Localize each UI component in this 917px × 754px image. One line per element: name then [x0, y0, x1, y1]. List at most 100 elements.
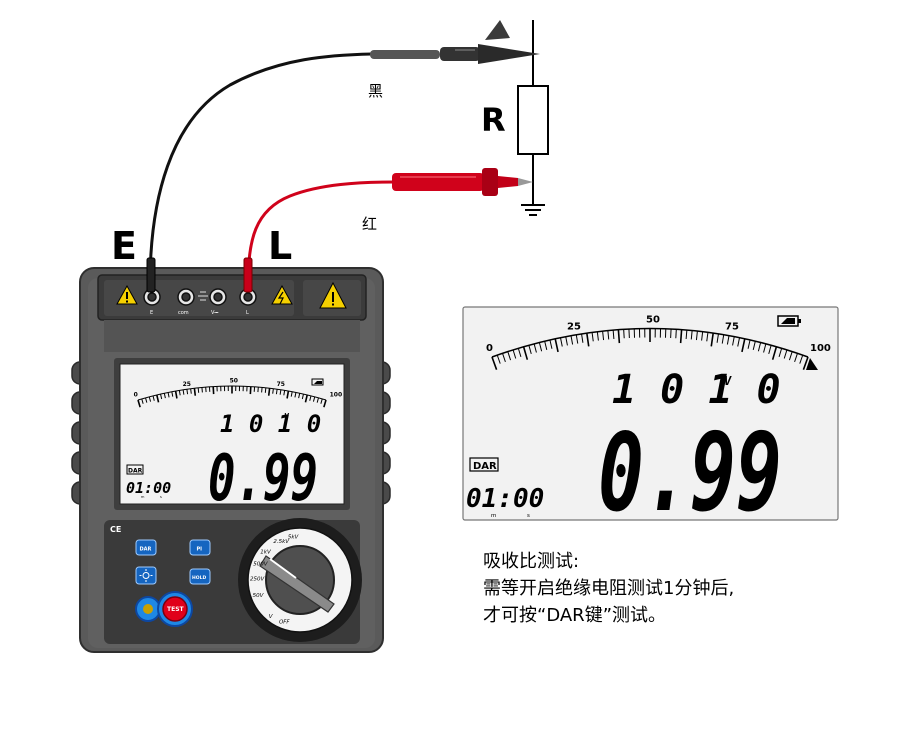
scale-small-tick: [290, 391, 293, 397]
scale-tick: [570, 335, 574, 345]
scale-tick: [517, 348, 522, 358]
scale-tick: [575, 334, 579, 344]
meter-buttons: [135, 539, 211, 585]
test-button-shape: [135, 591, 193, 627]
scale-small-tick: [141, 398, 144, 404]
dar-badge: DAR: [473, 461, 497, 472]
scale-tick: [788, 351, 793, 361]
scale-tick: [741, 338, 746, 353]
scale-small-tick: [301, 393, 304, 400]
main-reading: 0.99: [598, 411, 782, 536]
red-lead-label: 红: [362, 215, 378, 233]
scale-small-tick: [294, 392, 297, 398]
scale-tick: [586, 332, 590, 347]
scale-tick: [544, 341, 548, 351]
scale-tick: [522, 346, 529, 360]
scale-tick: [771, 346, 778, 360]
scale-tick: [799, 354, 804, 364]
voltage-unit-small: V: [284, 412, 290, 421]
scale-small-tick: [167, 392, 170, 398]
resistor-label: R: [481, 101, 506, 139]
dial-position-label: 2.5kV: [273, 539, 290, 545]
scale-tick: [710, 332, 714, 347]
scale-small-tick: [264, 387, 267, 393]
ground-icon: [521, 204, 545, 216]
scale-tick: [679, 329, 683, 344]
scale-small-tick: [312, 396, 316, 402]
rotary-dial: [238, 518, 362, 642]
instruction-line-3: 才可按“DAR键”测试。: [483, 605, 667, 626]
scale-small-tick: [171, 391, 174, 397]
dial-position-label: 5kV: [288, 534, 300, 540]
scale-small-tick: [279, 389, 282, 395]
battery-icon: [777, 315, 801, 327]
scale-tick: [732, 336, 735, 346]
scale-small-tick: [190, 388, 192, 394]
scale-small-tick: [283, 390, 286, 396]
scale-small-tick: [320, 398, 323, 404]
scale-tick: [533, 343, 537, 353]
scale-small-tick: [316, 397, 319, 403]
scale-small-tick: [193, 388, 197, 396]
scale-tick: [802, 356, 809, 370]
scale-small-tick: [174, 390, 178, 399]
scale-tick: [502, 353, 506, 363]
scale-tick: [559, 337, 563, 347]
scale-small-label: 100: [330, 391, 343, 398]
dial-position-label: OFF: [279, 619, 290, 625]
scale-tick: [783, 349, 788, 359]
dial-position-label: 500V: [253, 562, 268, 568]
scale-small-tick: [178, 390, 181, 396]
scale-small-tick: [163, 393, 166, 399]
timer-unit-label: s: [527, 513, 530, 519]
scale-tick: [737, 337, 741, 347]
scale-tick: [701, 331, 704, 341]
scale-tick: [496, 354, 501, 364]
scale-small-tick: [186, 389, 189, 395]
circuit: [517, 20, 549, 216]
scale-tick: [617, 329, 621, 344]
dial-position-label: 1kV: [260, 550, 272, 556]
battery-icon-small: [311, 378, 324, 386]
scale-tick: [706, 332, 709, 342]
test-button-label: TEST: [167, 606, 185, 613]
scale-small-tick: [182, 389, 185, 395]
terminal-label-e: E: [150, 310, 153, 316]
timer-unit-label: m: [141, 495, 145, 499]
dar-button-label: DAR: [140, 547, 152, 553]
dial-position-label: V: [269, 614, 274, 620]
scale-small-label: 0: [134, 391, 138, 398]
dar-badge-small: DAR: [128, 468, 143, 475]
terminal-label-e-large: E: [111, 224, 137, 268]
ce-mark: CE: [110, 525, 121, 534]
terminal-label-l-large: L: [268, 224, 293, 268]
terminal-jack: [143, 288, 257, 306]
scale-small-label: 50: [230, 377, 238, 384]
scale-tick: [549, 339, 553, 349]
black-clip: [148, 20, 540, 286]
timer-unit-label: m: [491, 513, 496, 519]
scale-tick: [596, 331, 599, 341]
scale-small-label: 25: [183, 381, 191, 388]
scale-tick: [757, 342, 762, 352]
voltage-reading: 1 0 1 0: [612, 367, 781, 413]
scale-small-tick: [160, 393, 163, 400]
scale-tick: [591, 332, 594, 342]
scale-label: 100: [810, 343, 831, 354]
scale-small-tick: [323, 399, 327, 408]
scale-tick: [695, 331, 698, 341]
timer-unit-label: s: [160, 495, 162, 499]
scale-small-tick: [148, 396, 152, 402]
scale-tick: [491, 356, 498, 370]
scale-label: 0: [486, 343, 493, 354]
meter-labels: CE E com V⎓ L DAR PI HOLD TEST: [110, 310, 249, 613]
red-probe: [246, 168, 533, 286]
backlight-icon: [139, 569, 153, 582]
resistor: [517, 85, 549, 155]
